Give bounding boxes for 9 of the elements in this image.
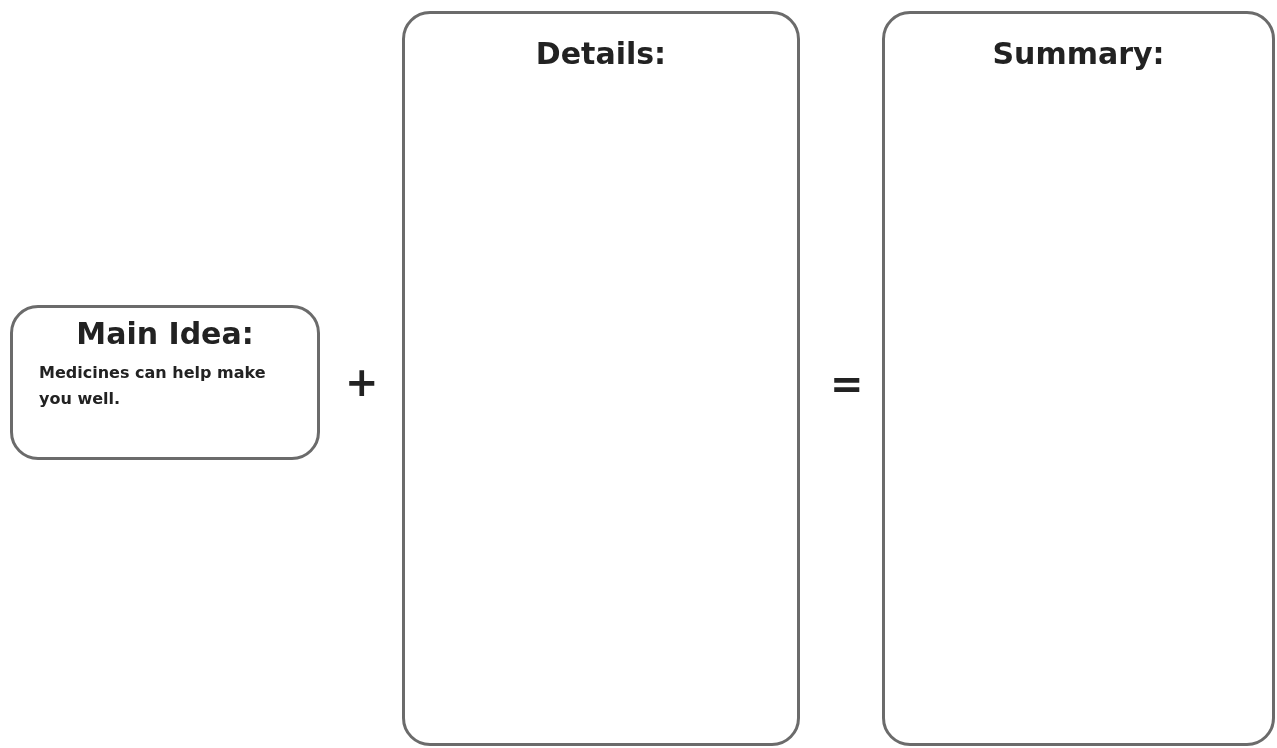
equals-sign: = <box>830 364 864 404</box>
main-idea-text: Medicines can help make you well. <box>39 362 267 410</box>
rounded-box <box>882 11 1275 746</box>
plus-sign: + <box>345 362 379 402</box>
rounded-box <box>402 11 800 746</box>
heading: Details: <box>534 36 668 71</box>
heading: Main Idea: <box>75 316 255 351</box>
rounded-box <box>10 305 320 460</box>
heading: Summary: <box>991 36 1166 71</box>
